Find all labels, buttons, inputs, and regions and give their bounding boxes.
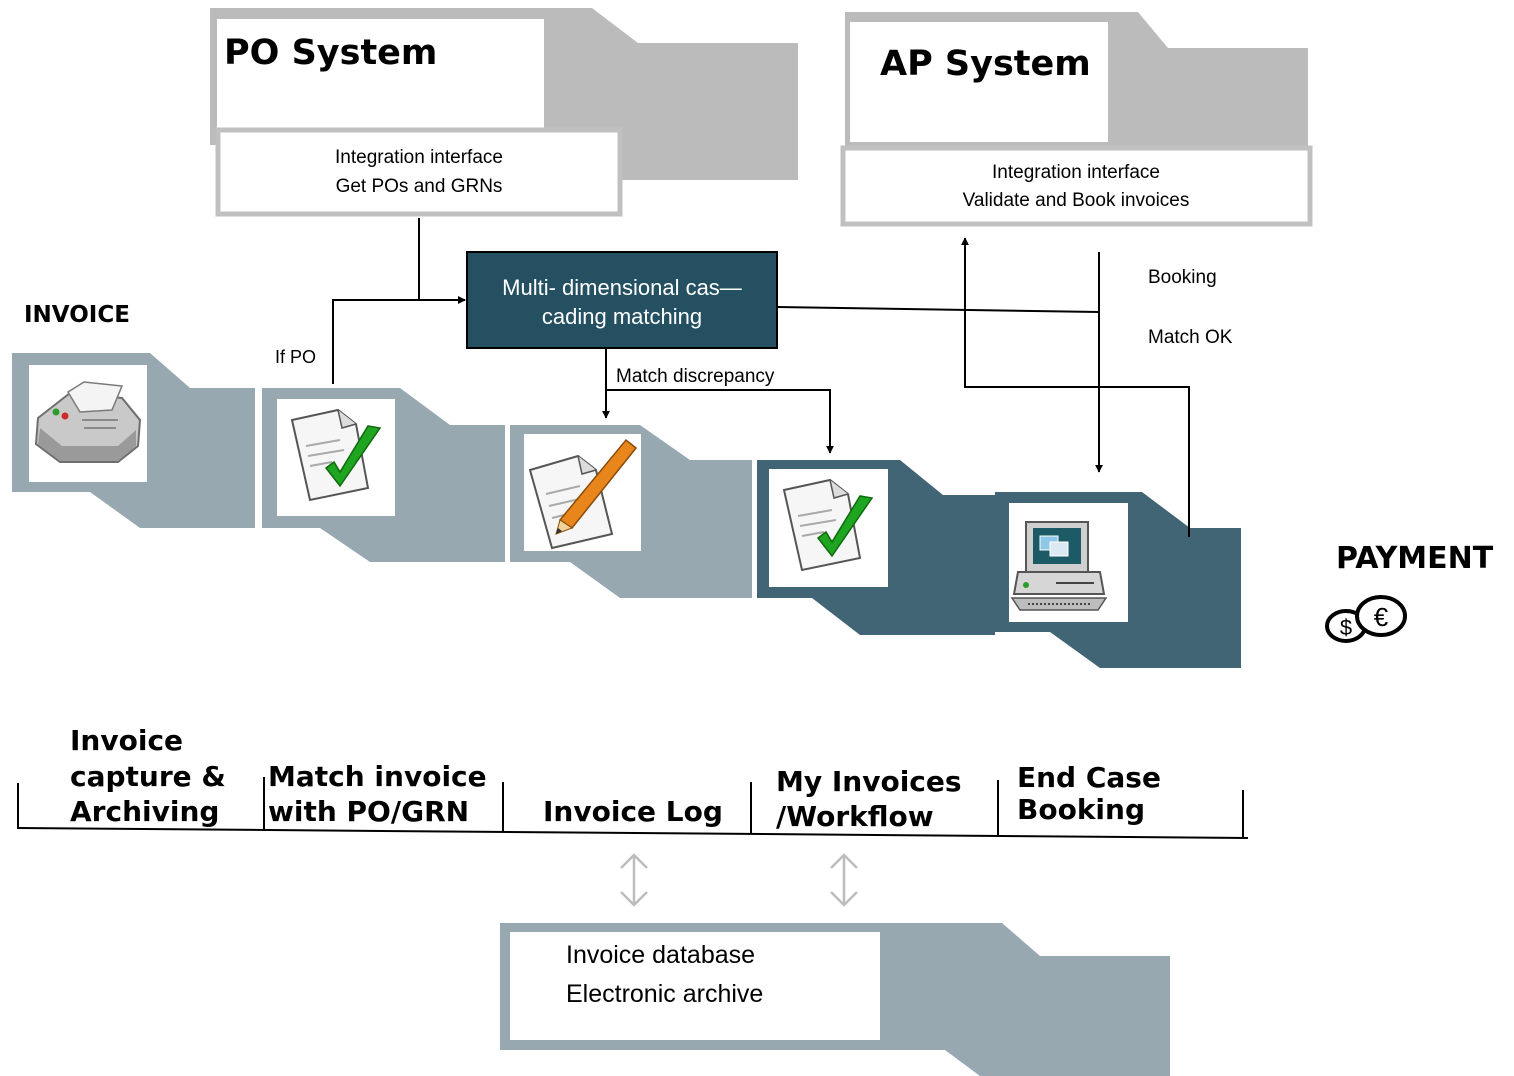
stage-log-label: Invoice Log [543, 795, 723, 828]
fax-machine-icon [34, 381, 142, 463]
connectors [332, 218, 1190, 537]
ap-interface-line2: Validate and Book invoices [963, 190, 1190, 211]
database-line1: Invoice database [566, 941, 755, 969]
matcher-line2: cading matching [542, 304, 702, 329]
stage-booking-label-line1: End Case [1017, 761, 1161, 794]
if-po-label: If PO [275, 347, 316, 367]
database-panel [510, 932, 880, 1040]
ap-integration-interface-box [840, 145, 1313, 227]
svg-text:$: $ [1340, 615, 1352, 640]
timeline-baseline [17, 827, 1249, 839]
ap-interface-line1: Integration interface [992, 162, 1160, 183]
stage-workflow-icon-tile [769, 469, 888, 587]
computer-icon [1010, 521, 1108, 611]
double-arrow-icon [620, 853, 648, 907]
po-integration-interface-box [215, 127, 623, 217]
po-system-panel [217, 19, 544, 129]
stage-workflow-label-line1: My Invoices [776, 765, 962, 798]
stage-booking-label-line2: Booking [1017, 793, 1145, 826]
matcher: Multi- dimensional cas— cading matching [466, 251, 778, 349]
stage-match-label-line2: with PO/GRN [268, 795, 469, 828]
if-po-connector [332, 296, 466, 384]
matcher-line1: Multi- dimensional cas— [502, 275, 742, 300]
matcher-box [466, 251, 778, 349]
stage-booking-icon-tile [1009, 503, 1128, 622]
stage-workflow-label-line2: /Workflow [776, 800, 934, 833]
stage-match-icon-tile [277, 399, 395, 516]
stage-capture-label-line2: capture & [70, 760, 226, 793]
stage-log-icon-tile [524, 434, 641, 551]
document-checkmark-icon [290, 408, 382, 502]
po-system-title: PO System [224, 33, 437, 73]
stage-capture-label-line1: Invoice [70, 724, 183, 757]
matcher-to-booking-connector [776, 306, 1100, 313]
ap-system: AP System Integration interface Validate… [840, 12, 1313, 227]
po-system: PO System Integration interface Get POs … [210, 8, 798, 217]
stage-capture-icon-tile [29, 365, 147, 482]
invoice-label: INVOICE [24, 302, 130, 328]
stage-match-label-line1: Match invoice [268, 760, 487, 793]
ap-system-title: AP System [880, 44, 1091, 84]
po-interface-line2: Get POs and GRNs [336, 176, 503, 197]
coins-icon: $ € [1325, 595, 1407, 643]
payment-label: PAYMENT [1336, 541, 1494, 576]
stage-capture-label-line3: Archiving [70, 795, 219, 828]
double-arrow-icon [830, 853, 858, 907]
document-checkmark-icon [782, 478, 874, 572]
discrepancy-connector-workflow [606, 389, 834, 454]
invoice-database: Invoice database Electronic archive [500, 923, 1170, 1076]
database-line2: Electronic archive [566, 980, 763, 1008]
stage-timeline: Invoice capture & Archiving Match invoic… [17, 724, 1249, 839]
document-pencil-icon [528, 438, 638, 550]
svg-text:€: € [1374, 602, 1389, 632]
po-interface-line1: Integration interface [335, 147, 503, 168]
match-ok-label: Match OK [1148, 327, 1233, 348]
ap-system-panel [850, 22, 1108, 142]
booking-label: Booking [1148, 267, 1217, 288]
match-ok-up-connector [961, 237, 1190, 537]
match-discrepancy-label: Match discrepancy [616, 366, 775, 387]
po-to-matcher-connector [418, 218, 466, 304]
